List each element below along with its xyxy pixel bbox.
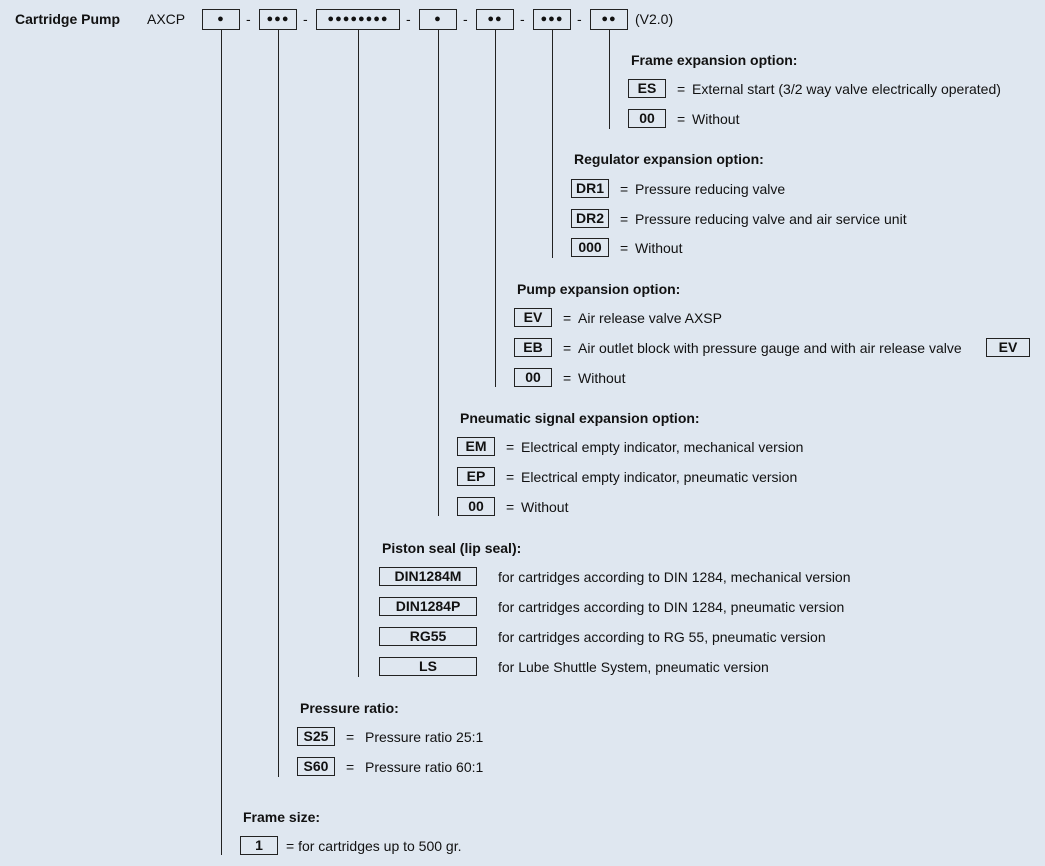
option-description: = for cartridges up to 500 gr. — [286, 838, 462, 854]
option-description: External start (3/2 way valve electrical… — [692, 81, 1001, 97]
option-code-box: S25 — [297, 727, 335, 746]
equals-sign: = — [346, 729, 355, 745]
product-prefix: AXCP — [147, 11, 186, 27]
section-title: Frame size: — [243, 809, 321, 825]
code-position-box: ●●● — [259, 9, 297, 30]
connector-line — [609, 30, 610, 129]
equals-sign: = — [563, 340, 572, 356]
option-description: Without — [521, 499, 569, 515]
option-description: Air release valve AXSP — [578, 310, 722, 326]
connector-line — [278, 30, 279, 777]
section-title: Piston seal (lip seal): — [382, 540, 522, 556]
equals-sign: = — [346, 759, 355, 775]
code-position-box: ●●● — [533, 9, 571, 30]
separator: - — [246, 11, 251, 27]
section-title: Regulator expansion option: — [574, 151, 764, 167]
separator: - — [577, 11, 582, 27]
option-code-box: S60 — [297, 757, 335, 776]
equals-sign: = — [620, 181, 629, 197]
equals-sign: = — [563, 310, 572, 326]
separator: - — [463, 11, 468, 27]
option-description: for Lube Shuttle System, pneumatic versi… — [498, 659, 769, 675]
option-description: Without — [635, 240, 683, 256]
option-code-box: EV — [514, 308, 552, 327]
option-description: Pressure reducing valve — [635, 181, 786, 197]
version-label: (V2.0) — [635, 11, 674, 27]
connector-line — [221, 30, 222, 855]
equals-sign: = — [677, 111, 686, 127]
equals-sign: = — [563, 370, 572, 386]
code-position-box: ●● — [590, 9, 628, 30]
separator: - — [520, 11, 525, 27]
option-code-box: EM — [457, 437, 495, 456]
connector-line — [438, 30, 439, 516]
option-description: for cartridges according to DIN 1284, pn… — [498, 599, 845, 615]
equals-sign: = — [677, 81, 686, 97]
option-code-box: 00 — [628, 109, 666, 128]
code-position-box: ●●●●●●●● — [316, 9, 400, 30]
section-title: Pneumatic signal expansion option: — [460, 410, 700, 426]
option-code-box: DIN1284M — [379, 567, 477, 586]
option-code-box: EB — [514, 338, 552, 357]
option-description: for cartridges according to RG 55, pneum… — [498, 629, 826, 645]
equals-sign: = — [620, 240, 629, 256]
option-description: Pressure ratio 25:1 — [365, 729, 484, 745]
option-code-box: 1 — [240, 836, 278, 855]
connector-line — [358, 30, 359, 677]
option-code-box: ES — [628, 79, 666, 98]
option-code-box: RG55 — [379, 627, 477, 646]
option-description: for cartridges according to DIN 1284, me… — [498, 569, 851, 585]
product-name: Cartridge Pump — [15, 11, 121, 27]
section-title: Frame expansion option: — [631, 52, 798, 68]
option-code-box: 000 — [571, 238, 609, 257]
separator: - — [303, 11, 308, 27]
connector-line — [552, 30, 553, 258]
section-title: Pump expansion option: — [517, 281, 681, 297]
option-code-box: 00 — [514, 368, 552, 387]
equals-sign: = — [506, 469, 515, 485]
option-code-box: DIN1284P — [379, 597, 477, 616]
equals-sign: = — [506, 439, 515, 455]
option-description: Air outlet block with pressure gauge and… — [578, 340, 962, 356]
option-code-box: EP — [457, 467, 495, 486]
option-description: Electrical empty indicator, mechanical v… — [521, 439, 804, 455]
option-description: Pressure reducing valve and air service … — [635, 211, 907, 227]
connector-line — [495, 30, 496, 387]
option-description: Without — [692, 111, 740, 127]
code-position-box: ● — [419, 9, 457, 30]
option-description: Pressure ratio 60:1 — [365, 759, 484, 775]
option-code-box: LS — [379, 657, 477, 676]
separator: - — [406, 11, 411, 27]
option-code-box: DR2 — [571, 209, 609, 228]
option-description: Without — [578, 370, 626, 386]
option-description: Electrical empty indicator, pneumatic ve… — [521, 469, 798, 485]
extra-code-box: EV — [986, 338, 1030, 357]
option-code-box: 00 — [457, 497, 495, 516]
equals-sign: = — [506, 499, 515, 515]
code-position-box: ●● — [476, 9, 514, 30]
equals-sign: = — [620, 211, 629, 227]
code-position-box: ● — [202, 9, 240, 30]
option-code-box: DR1 — [571, 179, 609, 198]
section-title: Pressure ratio: — [300, 700, 399, 716]
